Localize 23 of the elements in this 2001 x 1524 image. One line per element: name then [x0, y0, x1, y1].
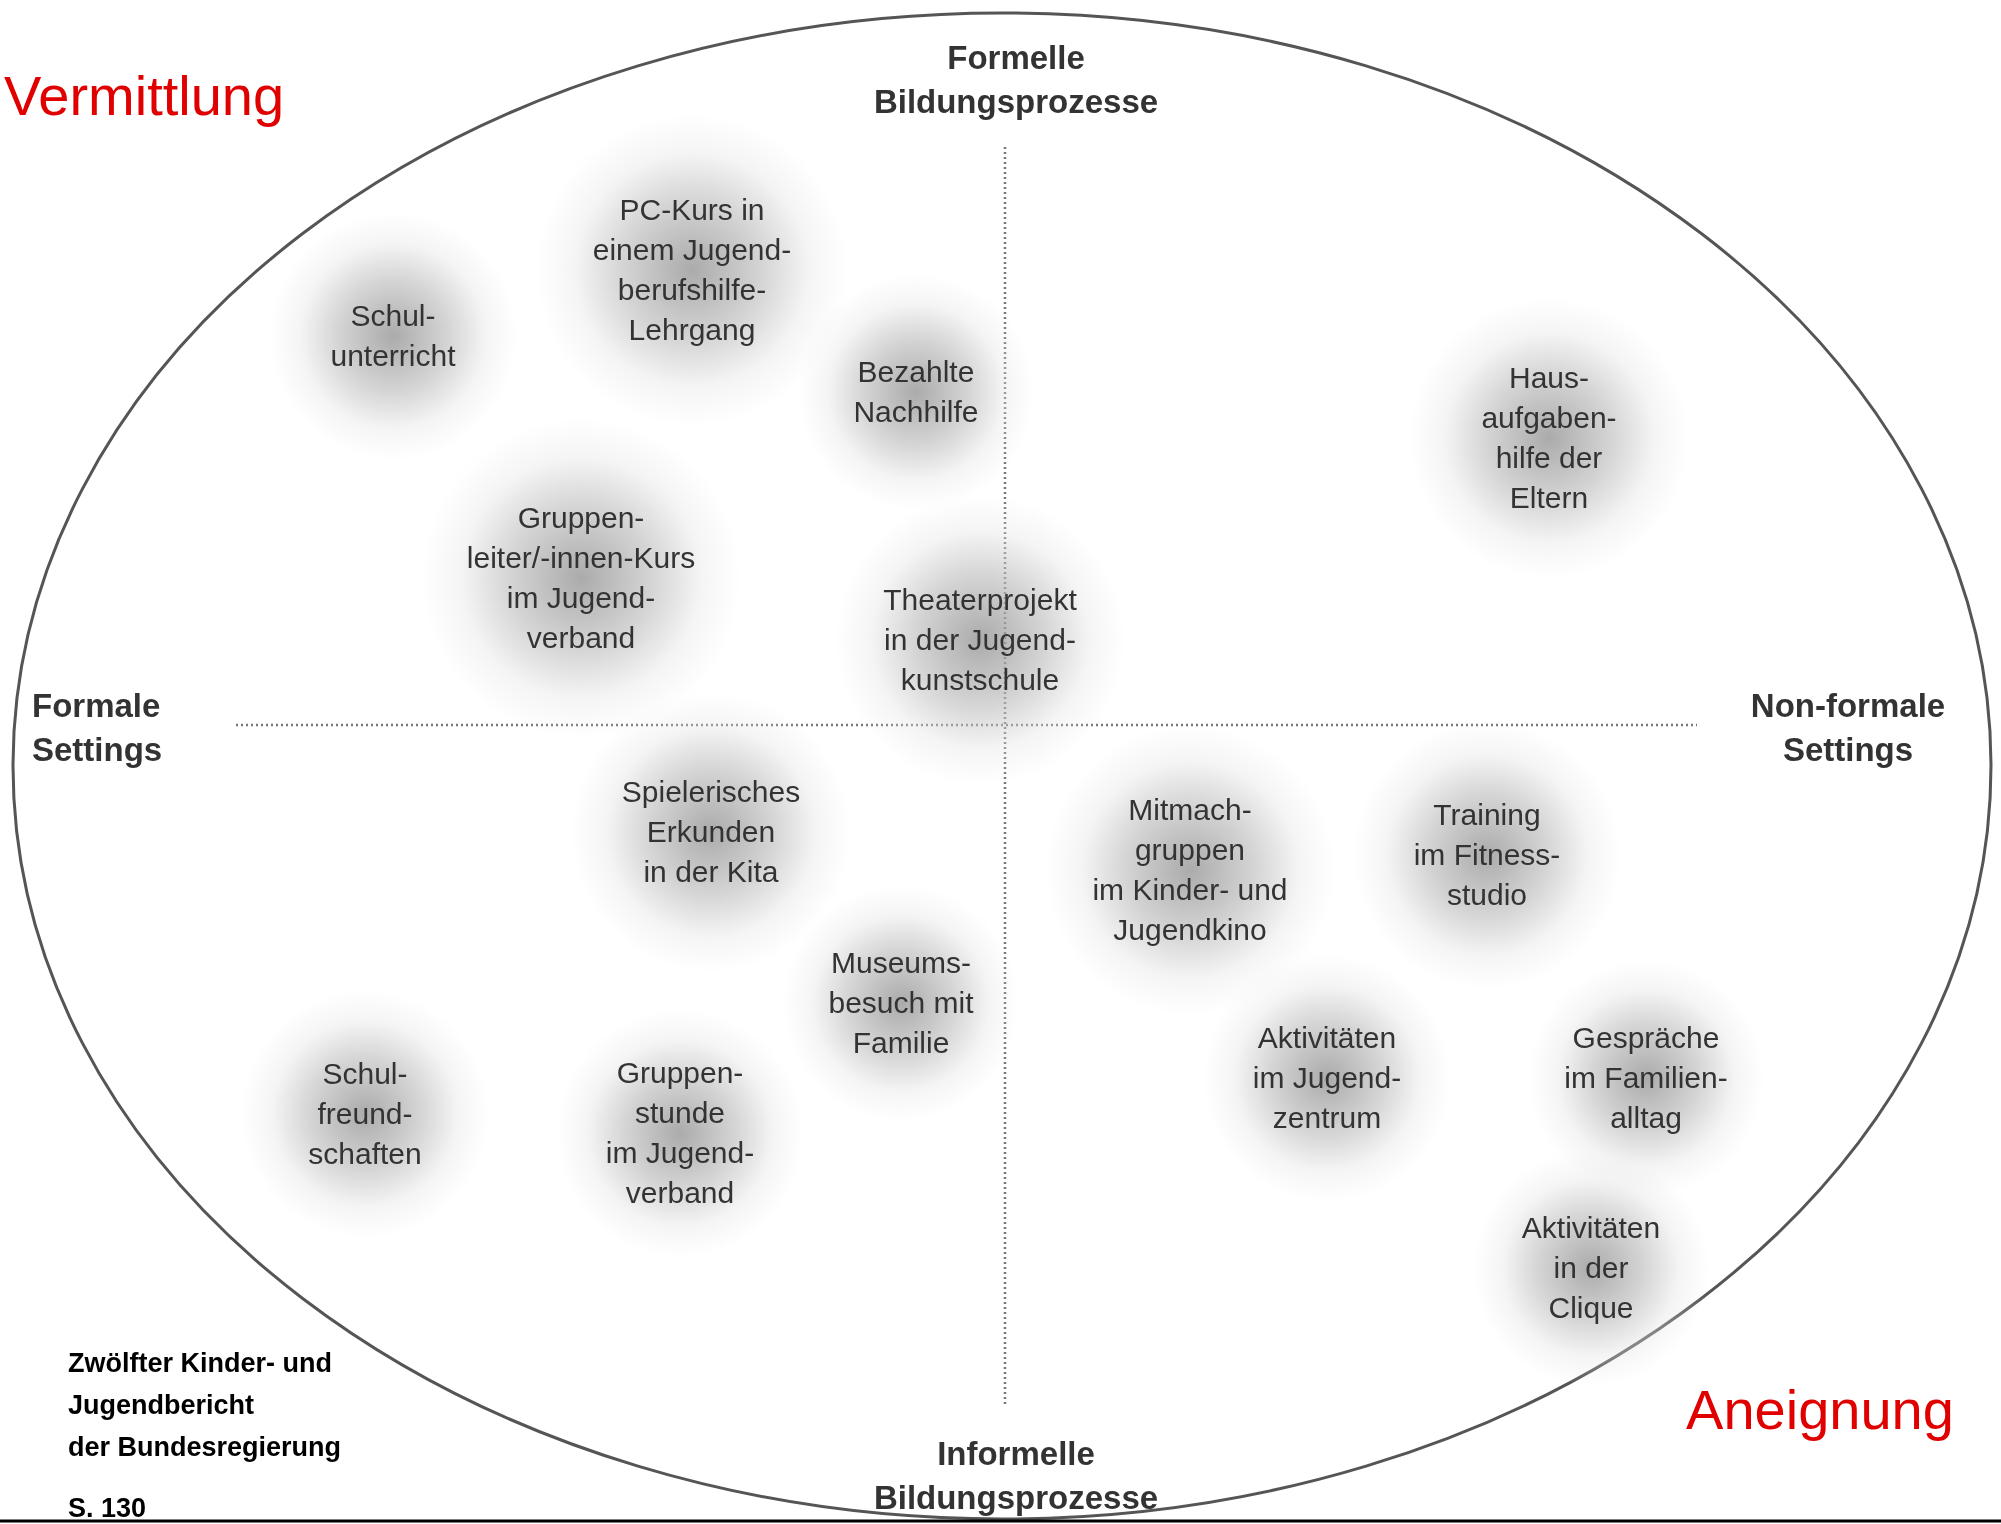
bubble-label: Gruppen- stunde im Jugend- verband — [605, 1055, 755, 1211]
bubble-label: Bezahlte Nachhilfe — [853, 354, 979, 430]
axis-label: Informelle Bildungsprozesse — [873, 1434, 1159, 1518]
source-note: Zwölfter Kinder- und Jugendbericht der Bundesregierung — [68, 1347, 342, 1464]
axis-label: Formelle Bildungsprozesse — [873, 38, 1159, 122]
bubble-label: Training im Fitness- studio — [1413, 797, 1561, 913]
page-number: S. 130 — [68, 1492, 147, 1524]
axis-label: Non-formale Settings — [1750, 686, 1946, 770]
bubble-label: Aktivitäten im Jugend- zentrum — [1252, 1020, 1402, 1136]
bubble-label: Gespräche im Familien- alltag — [1564, 1020, 1728, 1136]
bubble-label: Aktivitäten in der Clique — [1521, 1210, 1661, 1326]
bubble-label: Theaterprojekt in der Jugend- kunstschule — [883, 582, 1077, 698]
bubble-label: Museums- besuch mit Familie — [828, 945, 974, 1061]
bubble-label: Spielerisches Erkunden in der Kita — [621, 774, 801, 890]
bubble-label: Mitmach- gruppen im Kinder- und Jugendkino — [1092, 792, 1288, 948]
bubble-label: Haus- aufgaben- hilfe der Eltern — [1481, 360, 1617, 516]
bubble-label: PC-Kurs in einem Jugend- berufshilfe- Lehrgang — [592, 192, 792, 348]
axis-label: Formale Settings — [32, 686, 163, 770]
bubble-label: Schul- freund- schaften — [308, 1056, 422, 1172]
corner-label: Vermittlung — [4, 66, 285, 126]
bubble-label: Gruppen- leiter/-innen-Kurs im Jugend- verband — [466, 500, 696, 656]
corner-label: Aneignung — [1686, 1380, 1954, 1440]
bubble-label: Schul- unterricht — [330, 298, 456, 374]
